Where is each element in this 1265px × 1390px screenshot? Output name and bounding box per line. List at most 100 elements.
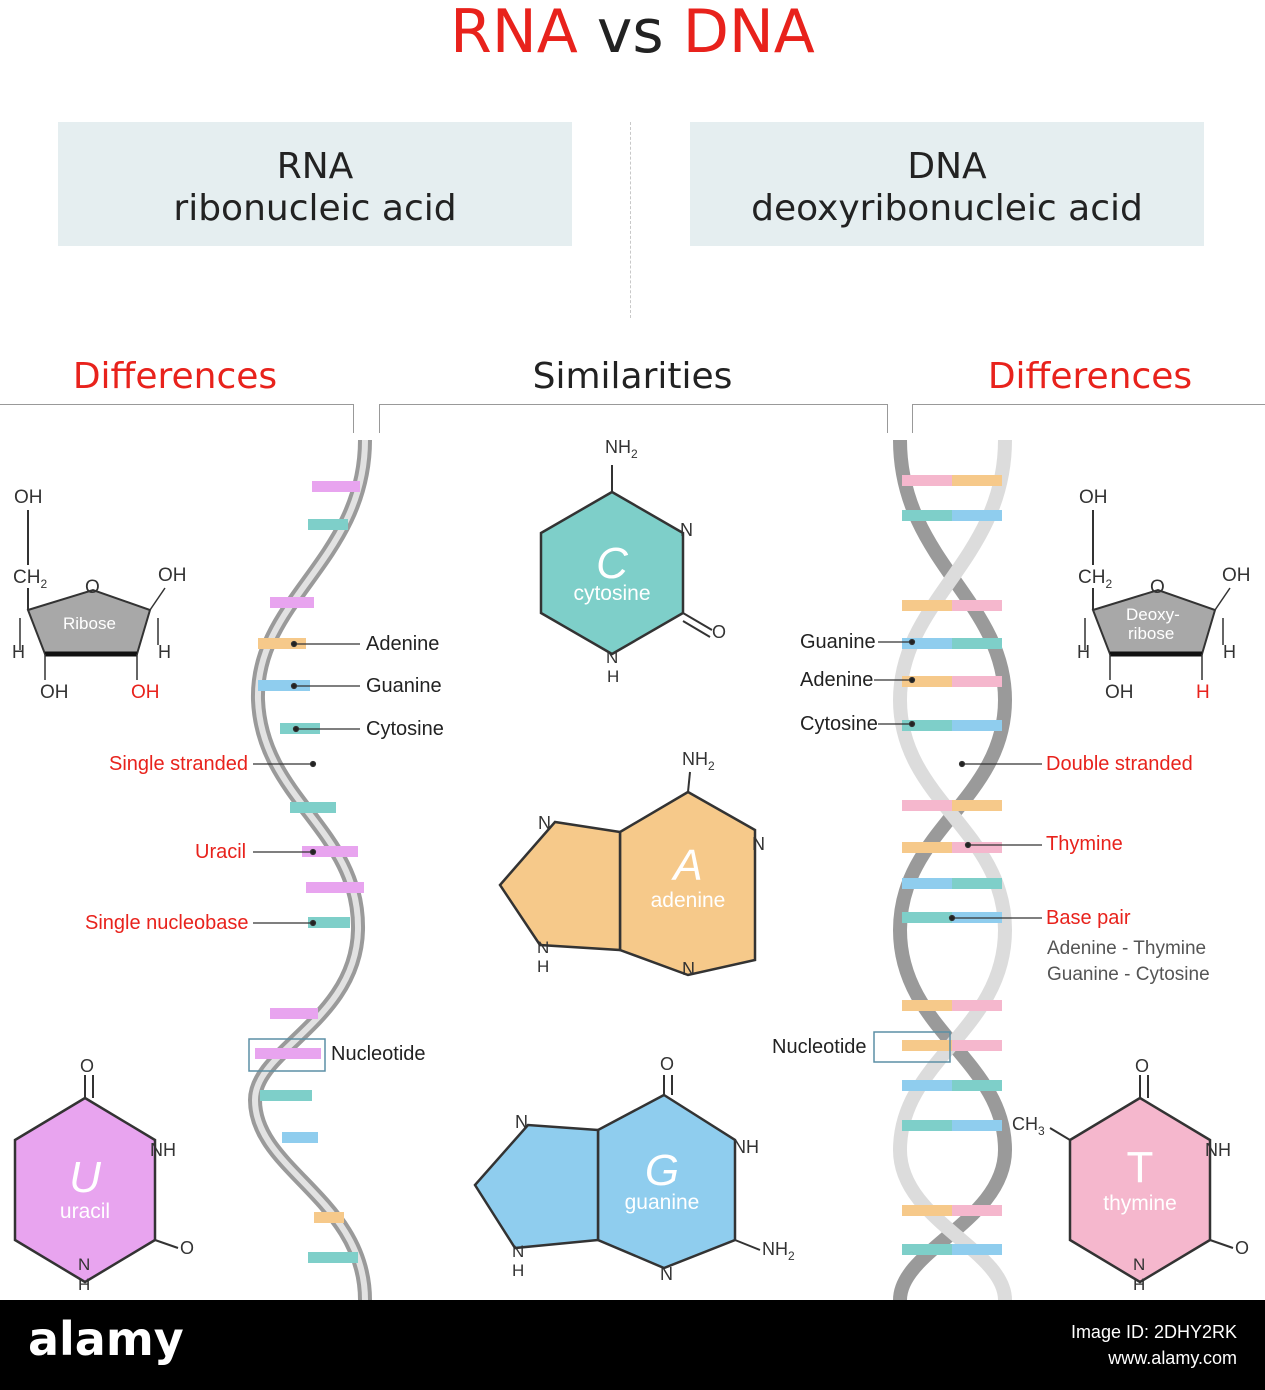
dna-base-segment: [952, 475, 1002, 486]
dna-label-adenine: Adenine: [800, 669, 874, 691]
guanine-nh-n: N: [512, 1242, 524, 1261]
rna-label-guanine: Guanine: [366, 675, 442, 697]
guanine-name: guanine: [625, 1191, 700, 1214]
rna-base-segment: [290, 802, 336, 813]
thymine-nh-n: N: [1133, 1255, 1145, 1274]
cytosine-o: O: [712, 622, 726, 642]
dna-label-double-stranded: Double stranded: [1046, 753, 1193, 775]
rna-differences-heading: Differences: [72, 356, 278, 397]
adenine-nh2: NH2: [682, 749, 715, 773]
dna-base-segment: [902, 676, 952, 687]
dna-bases: [902, 475, 1002, 1255]
title-rna: RNA: [450, 0, 578, 67]
thymine-nh-h: H: [1133, 1275, 1145, 1294]
rna-base-segment: [270, 597, 314, 608]
brand-logo: alamy: [28, 1312, 184, 1366]
dna-label-pair-gc: Guanine - Cytosine: [1047, 964, 1210, 985]
uracil-o-top: O: [80, 1056, 94, 1076]
center-divider: [630, 122, 631, 318]
thymine-o-right: O: [1235, 1238, 1249, 1258]
thymine-molecule: O CH3 NH O N H T thymine: [1012, 1056, 1249, 1294]
diagram-canvas: RNA vs DNA RNA ribonucleic acid DNA deox…: [0, 0, 1265, 1300]
rna-box-abbrev: RNA: [276, 146, 354, 187]
dna-base-segment: [902, 842, 952, 853]
dna-base-segment: [952, 1040, 1002, 1051]
adenine-n2: N: [752, 834, 765, 854]
dna-base-segment: [902, 475, 952, 486]
title-vs: vs: [596, 0, 664, 67]
deoxyribose-oh-top: OH: [1079, 487, 1108, 508]
cytosine-name: cytosine: [573, 582, 650, 605]
adenine-molecule: NH2 N N N N H A adenine: [498, 749, 765, 979]
uracil-name: uracil: [60, 1200, 110, 1223]
rna-base-segment: [255, 1048, 321, 1059]
rna-bases: [255, 481, 364, 1263]
deoxyribose-h-left: H: [1077, 642, 1090, 662]
dna-base-segment: [902, 720, 952, 731]
dna-base-segment: [952, 842, 1002, 853]
uracil-nh-n: N: [78, 1255, 90, 1274]
dna-label-nucleotide: Nucleotide: [772, 1036, 867, 1058]
dna-base-segment: [902, 1040, 952, 1051]
dna-base-segment: [902, 1244, 952, 1255]
dna-base-segment: [952, 510, 1002, 521]
rna-label-single-stranded: Single stranded: [109, 753, 248, 775]
cytosine-n: N: [680, 520, 693, 540]
adenine-nh-n: N: [537, 938, 549, 957]
ribose-h-right: H: [158, 642, 171, 662]
ribose-ch2: CH2: [13, 567, 47, 591]
dna-strands: [892, 439, 1013, 1300]
adenine-n1: N: [538, 813, 551, 833]
dna-base-segment: [952, 600, 1002, 611]
dna-label-pair-at: Adenine - Thymine: [1047, 938, 1207, 959]
dna-label-thymine: Thymine: [1046, 833, 1123, 855]
dna-base-segment: [952, 676, 1002, 687]
thymine-letter: T: [1127, 1143, 1154, 1192]
diagram-svg: OH CH2 O OH Ribose H H OH OH OH CH2 O OH…: [12, 437, 1251, 1300]
rna-box-fullname: ribonucleic acid: [173, 188, 457, 229]
deoxyribose-structure: OH CH2 O OH Deoxy- ribose H H OH H: [1077, 487, 1251, 703]
deoxyribose-label-1: Deoxy-: [1126, 605, 1180, 624]
rna-base-segment: [306, 882, 364, 893]
deoxyribose-h-bottom-right: H: [1196, 682, 1210, 703]
rna-base-segment: [282, 1132, 318, 1143]
guanine-n1: N: [515, 1112, 528, 1132]
watermark-footer: alamy Image ID: 2DHY2RK www.alamy.com: [0, 1300, 1265, 1390]
rna-differences-bracket: [0, 404, 354, 433]
ribose-label: Ribose: [63, 614, 116, 633]
ribose-oh-bottom-left: OH: [40, 682, 69, 703]
dna-base-segment: [952, 1120, 1002, 1131]
title-dna: DNA: [682, 0, 815, 67]
adenine-letter: A: [670, 841, 702, 890]
uracil-nh: NH: [150, 1140, 176, 1160]
deoxyribose-oh-right: OH: [1222, 565, 1251, 586]
dna-base-segment: [902, 1000, 952, 1011]
guanine-letter: G: [645, 1146, 679, 1195]
rna-label-adenine: Adenine: [366, 633, 440, 655]
rna-definition-box: RNA ribonucleic acid: [58, 122, 572, 246]
dna-base-segment: [952, 1244, 1002, 1255]
deoxyribose-ring-o: O: [1150, 577, 1165, 598]
guanine-n2: N: [660, 1264, 673, 1284]
dna-base-segment: [902, 912, 952, 923]
adenine-nh-h: H: [537, 957, 549, 976]
ribose-h-left: H: [12, 642, 25, 662]
rna-base-segment: [258, 638, 306, 649]
rna-base-segment: [308, 1252, 358, 1263]
ribose-oh-right: OH: [158, 565, 187, 586]
thymine-ch3: CH3: [1012, 1114, 1045, 1138]
ribose-oh-bottom-right: OH: [131, 682, 160, 703]
dna-base-segment: [902, 800, 952, 811]
ribose-oh-top: OH: [14, 487, 43, 508]
guanine-nh2: NH2: [762, 1239, 795, 1263]
cytosine-nh-n: N: [606, 648, 618, 667]
dna-base-segment: [902, 1120, 952, 1131]
dna-box-fullname: deoxyribonucleic acid: [751, 188, 1143, 229]
uracil-nh-h: H: [78, 1275, 90, 1294]
uracil-o-right: O: [180, 1238, 194, 1258]
similarities-heading: Similarities: [532, 356, 733, 397]
rna-base-segment: [308, 917, 350, 928]
thymine-o-top: O: [1135, 1056, 1149, 1076]
dna-label-guanine: Guanine: [800, 631, 876, 653]
rna-base-segment: [260, 1090, 312, 1101]
